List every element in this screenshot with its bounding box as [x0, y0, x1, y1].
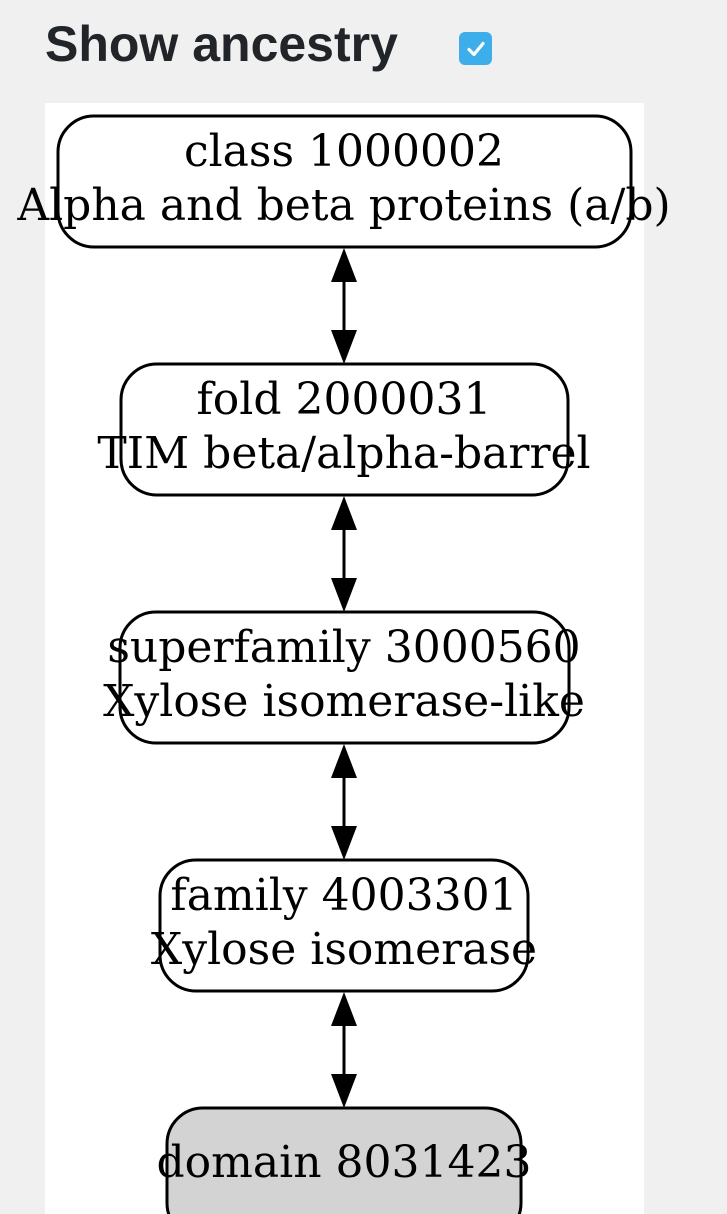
node-class-description: Alpha and beta proteins (a/b): [16, 180, 670, 231]
ancestry-graph: class 1000002 Alpha and beta proteins (a…: [16, 114, 671, 1214]
node-fold[interactable]: fold 2000031 TIM beta/alpha-barrel: [97, 362, 591, 497]
edge-fold-superfamily: [331, 496, 357, 612]
node-family-id: family 4003301: [170, 870, 517, 921]
node-fold-id: fold 2000031: [197, 374, 492, 425]
node-superfamily[interactable]: superfamily 3000560 Xylose isomerase-lik…: [103, 610, 585, 745]
show-ancestry-label: Show ancestry: [45, 16, 398, 72]
node-family-description: Xylose isomerase: [151, 924, 537, 975]
node-class[interactable]: class 1000002 Alpha and beta proteins (a…: [16, 114, 671, 249]
checkmark-icon: [466, 41, 485, 56]
node-fold-description: TIM beta/alpha-barrel: [97, 428, 590, 479]
node-domain-id: domain 8031423: [157, 1137, 532, 1188]
node-superfamily-description: Xylose isomerase-like: [103, 676, 585, 727]
node-superfamily-id: superfamily 3000560: [107, 622, 580, 673]
ancestry-header: Show ancestry: [45, 14, 398, 74]
edge-superfamily-family: [331, 744, 357, 860]
node-domain[interactable]: domain 8031423: [157, 1106, 532, 1214]
show-ancestry-checkbox[interactable]: [459, 32, 492, 65]
edge-family-domain: [331, 992, 357, 1108]
node-family[interactable]: family 4003301 Xylose isomerase: [151, 858, 537, 993]
node-class-id: class 1000002: [184, 126, 504, 177]
edge-class-fold: [331, 248, 357, 364]
